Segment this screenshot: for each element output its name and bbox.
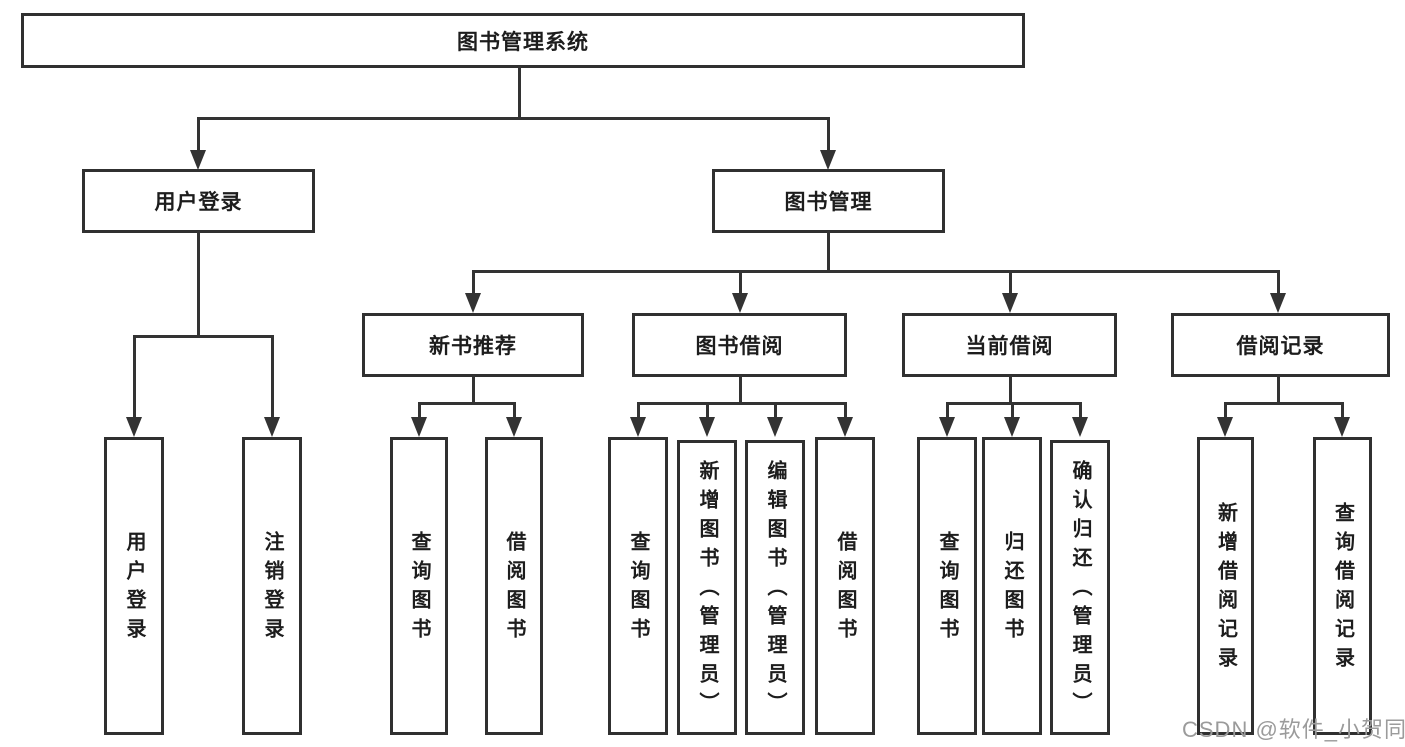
arrowhead-icon	[411, 417, 427, 437]
connector-arrow-stem	[513, 402, 516, 419]
leaf-query-borrow-record: 查询借阅记录	[1313, 437, 1372, 735]
leaf-borrow-books: 借阅图书	[815, 437, 875, 735]
arrowhead-icon	[1002, 293, 1018, 313]
connector-new-book-rail	[418, 402, 516, 405]
node-root: 图书管理系统	[21, 13, 1025, 68]
connector-arrow-stem	[706, 402, 709, 419]
connector-user-login-rail	[133, 335, 274, 338]
arrowhead-icon	[126, 417, 142, 437]
connector-arrow-stem	[1224, 402, 1227, 419]
arrowhead-icon	[837, 417, 853, 437]
node-new-book-recommend: 新书推荐	[362, 313, 584, 377]
connector-arrow-stem	[844, 402, 847, 419]
arrowhead-icon	[1334, 417, 1350, 437]
arrowhead-icon	[264, 417, 280, 437]
leaf-return-books: 归还图书	[982, 437, 1042, 735]
connector-book-mgmt-rail	[472, 270, 1280, 273]
connector-arrow-stem	[133, 335, 136, 419]
leaf-user-login: 用户登录	[104, 437, 164, 735]
connector-arrow-stem	[1079, 402, 1082, 419]
connector-arrow-stem	[637, 402, 640, 419]
connector-records-stem	[1277, 375, 1280, 405]
node-current-borrow: 当前借阅	[902, 313, 1117, 377]
watermark: CSDN @软件_小贺同学	[1182, 717, 1405, 742]
arrowhead-icon	[630, 417, 646, 437]
leaf-add-borrow-record: 新增借阅记录	[1197, 437, 1254, 735]
arrowhead-icon	[506, 417, 522, 437]
node-book-borrow: 图书借阅	[632, 313, 847, 377]
arrowhead-icon	[465, 293, 481, 313]
connector-arrow-stem	[946, 402, 949, 419]
leaf-confirm-return-admin: 确认归还（管理员）	[1050, 440, 1110, 735]
connector-arrow-stem	[197, 118, 200, 152]
node-book-management: 图书管理	[712, 169, 945, 233]
connector-arrow-stem	[1011, 402, 1014, 419]
node-borrow-records: 借阅记录	[1171, 313, 1390, 377]
connector-current-borrow-stem	[1009, 375, 1012, 405]
connector-arrow-stem	[1341, 402, 1344, 419]
arrowhead-icon	[732, 293, 748, 313]
connector-root-stem	[518, 66, 521, 120]
connector-arrow-stem	[1277, 270, 1280, 295]
connector-current-borrow-rail	[946, 402, 1082, 405]
connector-new-book-stem	[472, 375, 475, 405]
arrowhead-icon	[190, 150, 206, 170]
leaf-borrow-books-recommend: 借阅图书	[485, 437, 543, 735]
connector-arrow-stem	[472, 270, 475, 295]
node-user-login: 用户登录	[82, 169, 315, 233]
arrowhead-icon	[1072, 417, 1088, 437]
leaf-add-books-admin: 新增图书（管理员）	[677, 440, 737, 735]
connector-level1-rail	[197, 117, 830, 120]
arrowhead-icon	[1217, 417, 1233, 437]
leaf-query-books-recommend: 查询图书	[390, 437, 448, 735]
connector-arrow-stem	[418, 402, 421, 419]
leaf-edit-books-admin: 编辑图书（管理员）	[745, 440, 805, 735]
arrowhead-icon	[939, 417, 955, 437]
arrowhead-icon	[1004, 417, 1020, 437]
connector-arrow-stem	[1009, 270, 1012, 295]
connector-user-login-stem	[197, 231, 200, 337]
arrowhead-icon	[820, 150, 836, 170]
arrowhead-icon	[699, 417, 715, 437]
connector-book-borrow-stem	[739, 375, 742, 405]
connector-arrow-stem	[827, 118, 830, 152]
leaf-query-books-borrow: 查询图书	[608, 437, 668, 735]
connector-book-borrow-rail	[637, 402, 847, 405]
leaf-query-books-current: 查询图书	[917, 437, 977, 735]
connector-arrow-stem	[739, 270, 742, 295]
connector-records-rail	[1224, 402, 1344, 405]
connector-arrow-stem	[271, 335, 274, 419]
leaf-logout: 注销登录	[242, 437, 302, 735]
connector-arrow-stem	[774, 402, 777, 419]
connector-book-mgmt-stem	[827, 231, 830, 272]
arrowhead-icon	[1270, 293, 1286, 313]
arrowhead-icon	[767, 417, 783, 437]
